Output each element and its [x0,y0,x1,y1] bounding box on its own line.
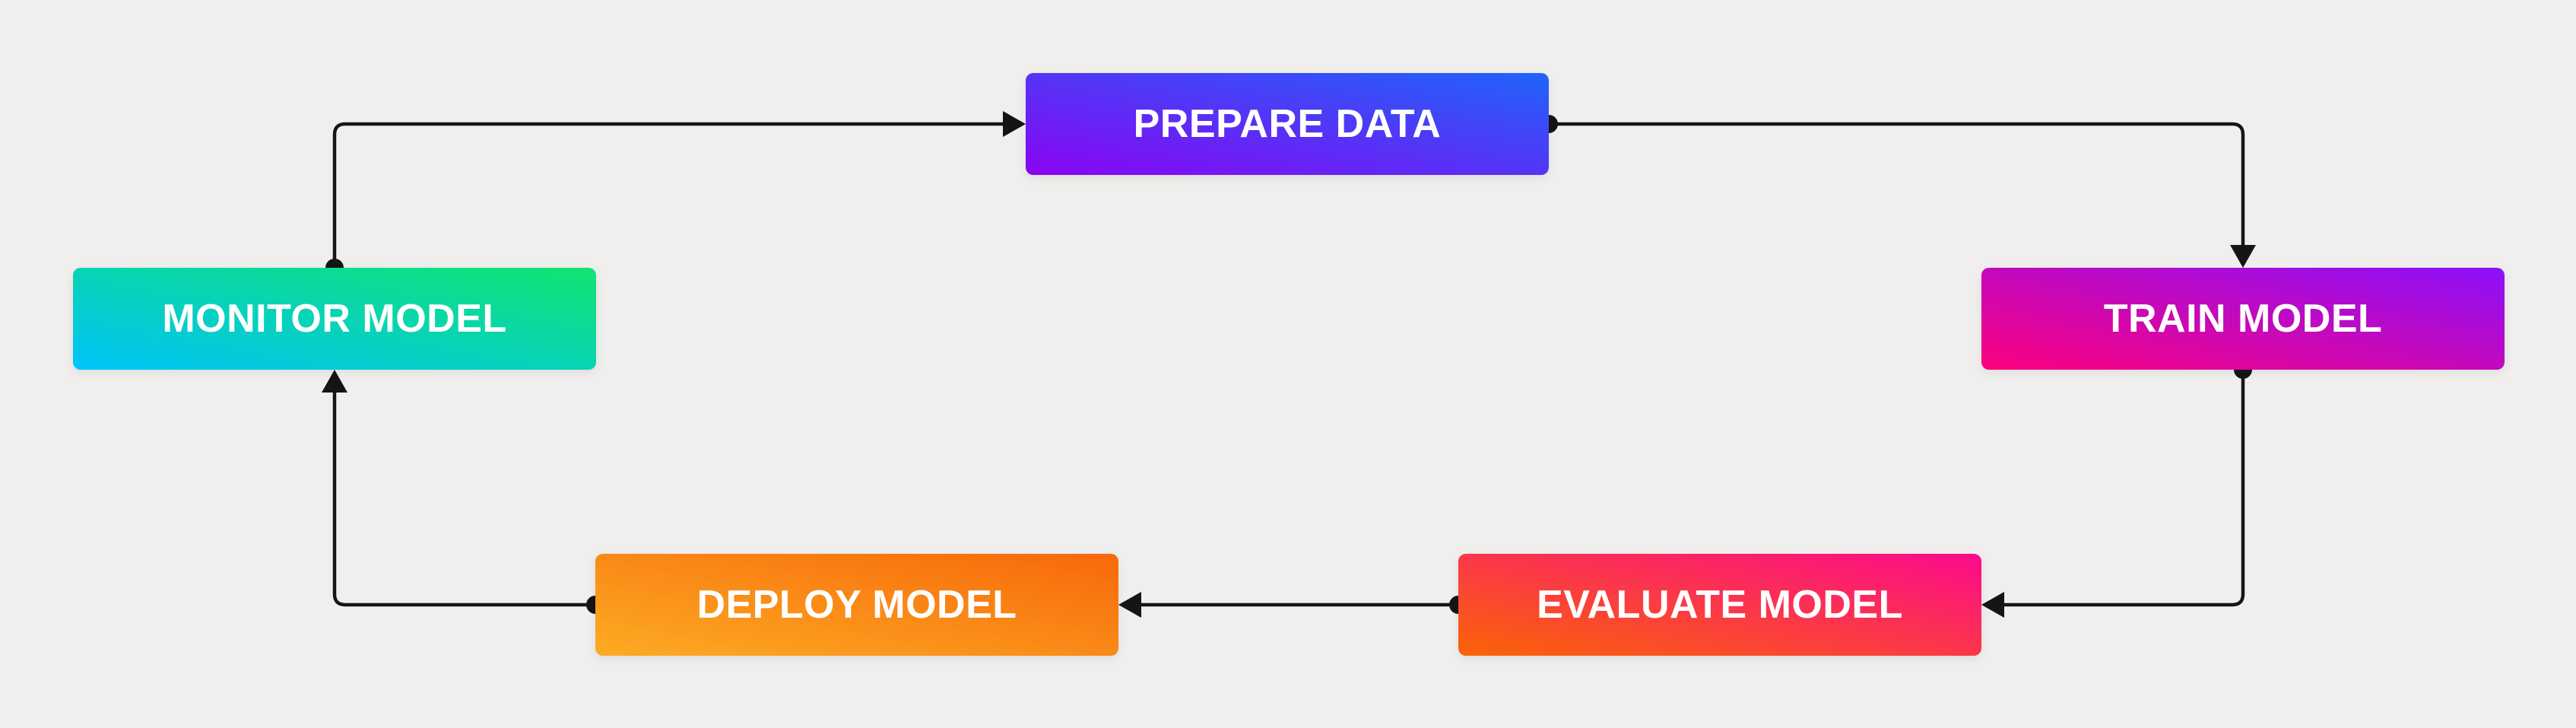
node-label-prepare-data: PREPARE DATA [1133,102,1442,146]
edge-prepare-data-to-train-model [1549,122,2245,249]
node-label-train-model: TRAIN MODEL [2103,297,2383,341]
arrowhead-into-train-model [2230,245,2256,268]
node-prepare-data: PREPARE DATA [1026,73,1549,175]
node-label-monitor-model: MONITOR MODEL [162,297,507,341]
edge-monitor-model-to-prepare-data [332,122,1007,268]
arrowhead-into-prepare-data [1003,111,1026,137]
node-evaluate-model: EVALUATE MODEL [1458,554,1981,656]
node-monitor-model: MONITOR MODEL [73,268,596,370]
node-label-deploy-model: DEPLOY MODEL [696,583,1017,627]
edge-train-model-to-evaluate-model [2000,370,2245,607]
node-label-evaluate-model: EVALUATE MODEL [1537,583,1903,627]
edge-deploy-model-to-monitor-model [332,389,595,607]
node-train-model: TRAIN MODEL [1981,268,2505,370]
arrowhead-into-monitor-model [322,370,347,393]
arrowhead-into-evaluate-model [1981,592,2004,618]
node-deploy-model: DEPLOY MODEL [595,554,1118,656]
arrowhead-into-deploy-model [1118,592,1141,618]
